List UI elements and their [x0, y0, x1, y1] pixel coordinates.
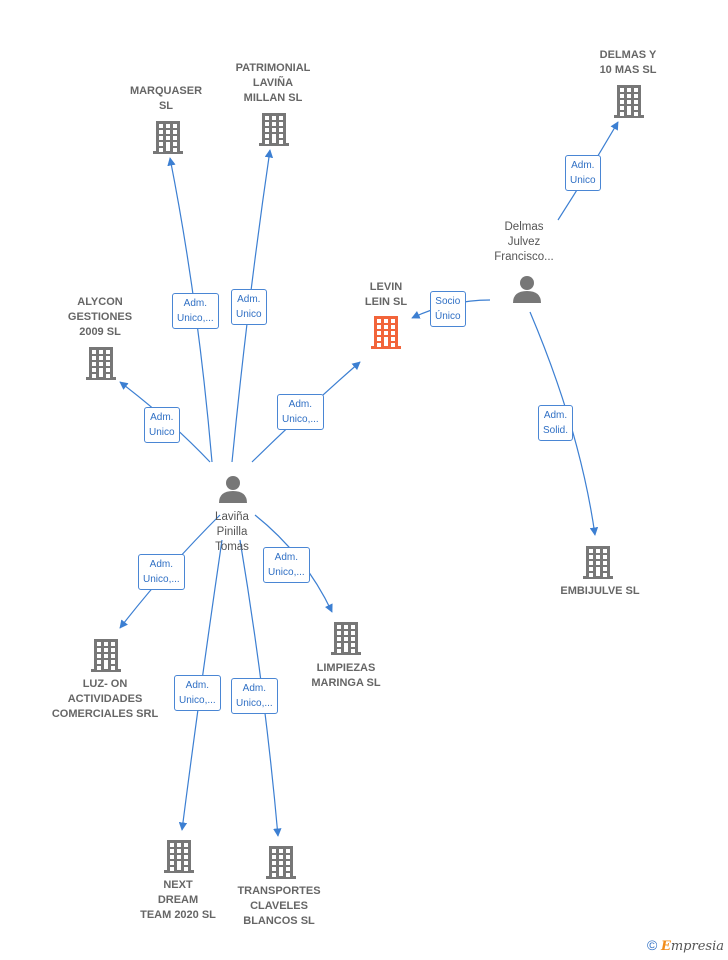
building-icon-alycon[interactable] — [86, 347, 116, 380]
edge-label-levin-lavina[interactable]: Adm.Unico,... — [277, 394, 324, 430]
edge-label-marquaser[interactable]: Adm.Unico,... — [172, 293, 219, 329]
icons-layer — [86, 85, 644, 879]
person-icon-lavina-pinilla-tomas[interactable] — [219, 476, 247, 503]
edge-label-alycon[interactable]: Adm.Unico — [144, 407, 180, 443]
building-icon-delmas-y-10-mas[interactable] — [614, 85, 644, 118]
company-label-embijulve[interactable]: EMBIJULVE SL — [560, 585, 640, 597]
building-icon-transportes[interactable] — [266, 846, 296, 879]
edge-label-luz-on[interactable]: Adm.Unico,... — [138, 554, 185, 590]
footer-brand: © Empresia — [647, 937, 724, 954]
edge-label-transportes[interactable]: Adm.Unico,... — [231, 678, 278, 714]
building-icon-patrimonial[interactable] — [259, 113, 289, 146]
copyright-icon: © — [646, 937, 658, 953]
edge-label-limpiezas[interactable]: Adm.Unico,... — [263, 547, 310, 583]
building-icon-limpiezas[interactable] — [331, 622, 361, 655]
building-icon-marquaser[interactable] — [153, 121, 183, 154]
building-icon-embijulve[interactable] — [583, 546, 613, 579]
building-icon-levin-lein[interactable] — [371, 316, 401, 349]
person-icon-delmas-julvez[interactable] — [513, 276, 541, 303]
building-icon-luz-on[interactable] — [91, 639, 121, 672]
brand-logo: Empresia — [660, 939, 724, 954]
edge-label-delmas-y-10[interactable]: Adm.Unico — [565, 155, 601, 191]
edge-label-patrimonial[interactable]: Adm.Unico — [231, 289, 267, 325]
edge-label-next-dream[interactable]: Adm.Unico,... — [174, 675, 221, 711]
building-icon-next-dream[interactable] — [164, 840, 194, 873]
edge-label-embijulve[interactable]: Adm.Solid. — [538, 405, 574, 441]
